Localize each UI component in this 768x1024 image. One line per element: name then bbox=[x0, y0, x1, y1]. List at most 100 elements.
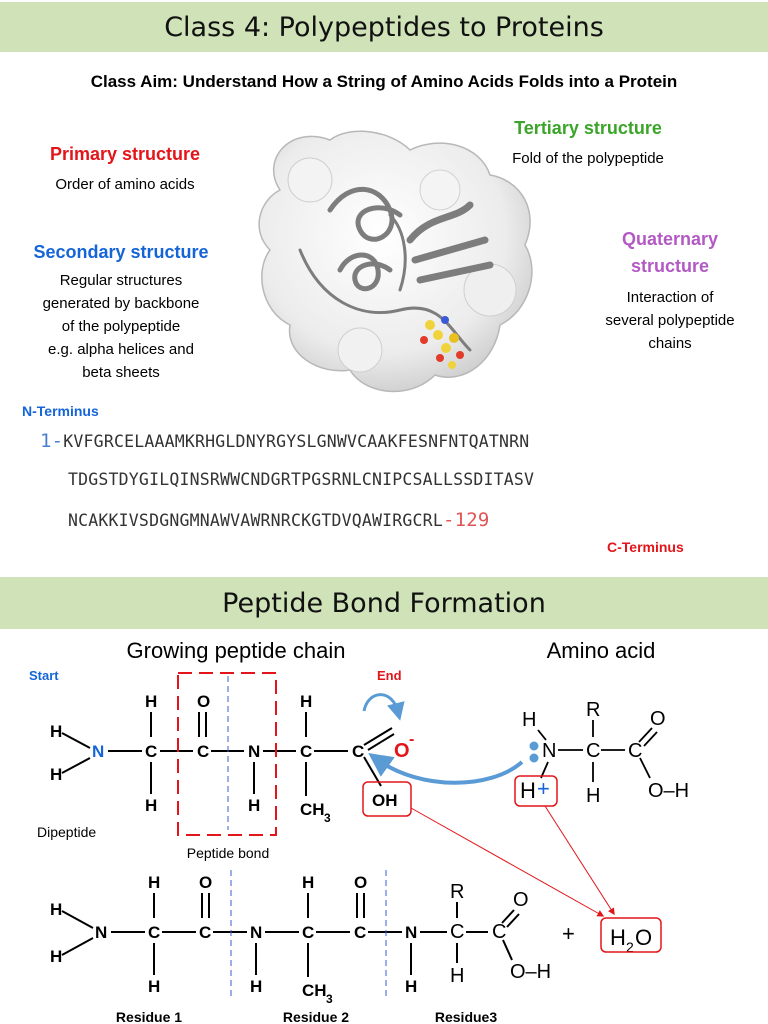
atom-label: N bbox=[542, 740, 556, 762]
start-label: Start bbox=[29, 668, 59, 683]
primary-structure-block: Primary structure Order of amino acids bbox=[20, 144, 230, 196]
hydroxyl-group: OH bbox=[372, 791, 398, 810]
atom-label: O bbox=[197, 692, 210, 711]
atom-label: C bbox=[450, 921, 464, 943]
h-to-water-arrow bbox=[544, 805, 615, 916]
quaternary-structure-desc: Interaction of several polypeptide chain… bbox=[580, 286, 760, 355]
atom-label: N bbox=[95, 923, 107, 942]
primary-structure-title: Primary structure bbox=[49, 144, 201, 164]
lone-pair-dot bbox=[529, 753, 539, 763]
atom-label: N bbox=[248, 742, 260, 761]
sequence-line-1: 1-KVFGRCELAAAMKRHGLDNYRGYSLGNWVCAAKFESNF… bbox=[40, 430, 529, 452]
protein-structure-image bbox=[258, 130, 533, 393]
peptide-bond-label: Peptide bond bbox=[187, 845, 270, 861]
amino-acid-label: Amino acid bbox=[547, 638, 656, 663]
secondary-desc-line: Regular structures bbox=[59, 272, 183, 289]
atom-label: C bbox=[148, 923, 160, 942]
atom-label: R bbox=[450, 881, 464, 903]
c-terminus-label: C-Terminus bbox=[607, 539, 684, 555]
atom-label: C bbox=[197, 742, 209, 761]
atom-label: H bbox=[148, 873, 160, 892]
protein-surface bbox=[258, 130, 533, 393]
atom-label: H bbox=[145, 692, 157, 711]
sequence-text: TDGSTDYGILQINSRWWCNDGRTPGSRNLCNIPCSALLSS… bbox=[68, 470, 535, 489]
attack-arrow bbox=[368, 753, 524, 785]
n-terminus-label: N-Terminus bbox=[22, 403, 99, 419]
atom-subscript: 3 bbox=[326, 992, 333, 1006]
quaternary-title-line: Quaternary bbox=[621, 229, 719, 249]
section-header-peptide-bond: Peptide Bond Formation bbox=[0, 577, 768, 629]
quaternary-structure-block: Quaternary structure Interaction of seve… bbox=[580, 226, 760, 355]
peptide-bond-box bbox=[177, 672, 277, 836]
quaternary-desc-line: chains bbox=[648, 335, 692, 352]
sequence-text: NCAKKIVSDGNGMNAWVAWRNRCKGTDVQAWIRGCRL bbox=[68, 511, 443, 530]
secondary-desc-line: e.g. alpha helices and bbox=[48, 341, 194, 358]
sequence-end-number: -129 bbox=[442, 509, 490, 531]
atom-label: C bbox=[354, 923, 366, 942]
atom-label: O–H bbox=[510, 961, 551, 983]
hydroxyl-box bbox=[362, 781, 412, 817]
atom-label: H bbox=[405, 977, 417, 996]
water-o: O bbox=[635, 925, 652, 950]
residue-1-label: Residue 1 bbox=[116, 1009, 182, 1024]
atom-label: O bbox=[650, 708, 666, 730]
sequence-line-3: NCAKKIVSDGNGMNAWVAWRNRCKGTDVQAWIRGCRL-12… bbox=[68, 509, 490, 531]
secondary-desc-line: generated by backbone bbox=[42, 295, 200, 312]
atom-label: H bbox=[248, 796, 260, 815]
tertiary-structure-desc: Fold of the polypeptide bbox=[512, 150, 664, 167]
ligand-molecule bbox=[420, 316, 464, 369]
protein-ribbon bbox=[298, 186, 494, 352]
residue-2-label: Residue 2 bbox=[283, 1009, 349, 1024]
atom-label: N bbox=[405, 923, 417, 942]
secondary-desc-line: of the polypeptide bbox=[61, 318, 181, 335]
quaternary-desc-line: several polypeptide bbox=[605, 312, 735, 329]
atom-label: C bbox=[492, 921, 506, 943]
plus-sign: + bbox=[562, 921, 575, 946]
atom-subscript: 3 bbox=[324, 811, 331, 825]
atom-label: O–H bbox=[648, 780, 689, 802]
atom-label: H bbox=[300, 692, 312, 711]
water-h: H bbox=[610, 925, 626, 950]
quaternary-desc-line: Interaction of bbox=[626, 289, 714, 306]
end-curved-arrow bbox=[362, 693, 405, 721]
atom-label: H bbox=[145, 796, 157, 815]
atom-label: C bbox=[586, 740, 600, 762]
secondary-structure-block: Secondary structure Regular structures g… bbox=[10, 242, 232, 384]
secondary-structure-desc: Regular structures generated by backbone… bbox=[10, 269, 232, 384]
atom-nitrogen: N bbox=[92, 742, 104, 761]
peptide-bond-diagram: Growing peptide chain Amino acid Start E… bbox=[29, 638, 689, 1024]
end-label: End bbox=[377, 668, 402, 683]
growing-chain-label: Growing peptide chain bbox=[127, 638, 346, 663]
atom-label: R bbox=[586, 699, 600, 721]
atom-label: H bbox=[50, 722, 62, 741]
atom-label: H bbox=[520, 778, 536, 803]
atom-label: CH bbox=[302, 981, 327, 1000]
atom-label: H bbox=[148, 977, 160, 996]
class-aim: Class Aim: Understand How a String of Am… bbox=[90, 72, 678, 91]
water-box bbox=[600, 917, 662, 953]
dipeptide-label: Dipeptide bbox=[37, 824, 96, 840]
atom-label: C bbox=[628, 740, 642, 762]
page-title: Class 4: Polypeptides to Proteins bbox=[164, 11, 604, 43]
tertiary-structure-block: Tertiary structure Fold of the polypepti… bbox=[478, 118, 698, 170]
atom-label: H bbox=[50, 947, 62, 966]
atom-label: C bbox=[199, 923, 211, 942]
sequence-line-2: TDGSTDYGILQINSRWWCNDGRTPGSRNLCNIPCSALLSS… bbox=[68, 470, 534, 489]
atom-label: H bbox=[250, 977, 262, 996]
water-subscript: 2 bbox=[626, 939, 634, 955]
primary-structure-desc: Order of amino acids bbox=[55, 176, 195, 193]
atom-label: O bbox=[513, 889, 529, 911]
sequence-start-number: 1- bbox=[40, 430, 64, 452]
dipeptide-bonds bbox=[61, 712, 395, 796]
atom-label: O bbox=[199, 873, 212, 892]
atom-label: C bbox=[302, 923, 314, 942]
proton-charge: + bbox=[537, 776, 550, 801]
atom-label: H bbox=[50, 900, 62, 919]
oh-to-water-arrow bbox=[410, 807, 605, 917]
proton-box bbox=[514, 775, 558, 807]
atom-label: H bbox=[450, 965, 464, 987]
atom-label: CH bbox=[300, 800, 325, 819]
quaternary-title-line: structure bbox=[630, 256, 710, 276]
sequence-text: KVFGRCELAAAMKRHGLDNYRGYSLGNWVCAAKFESNFNT… bbox=[63, 432, 530, 451]
lone-pair-dot bbox=[529, 741, 539, 751]
